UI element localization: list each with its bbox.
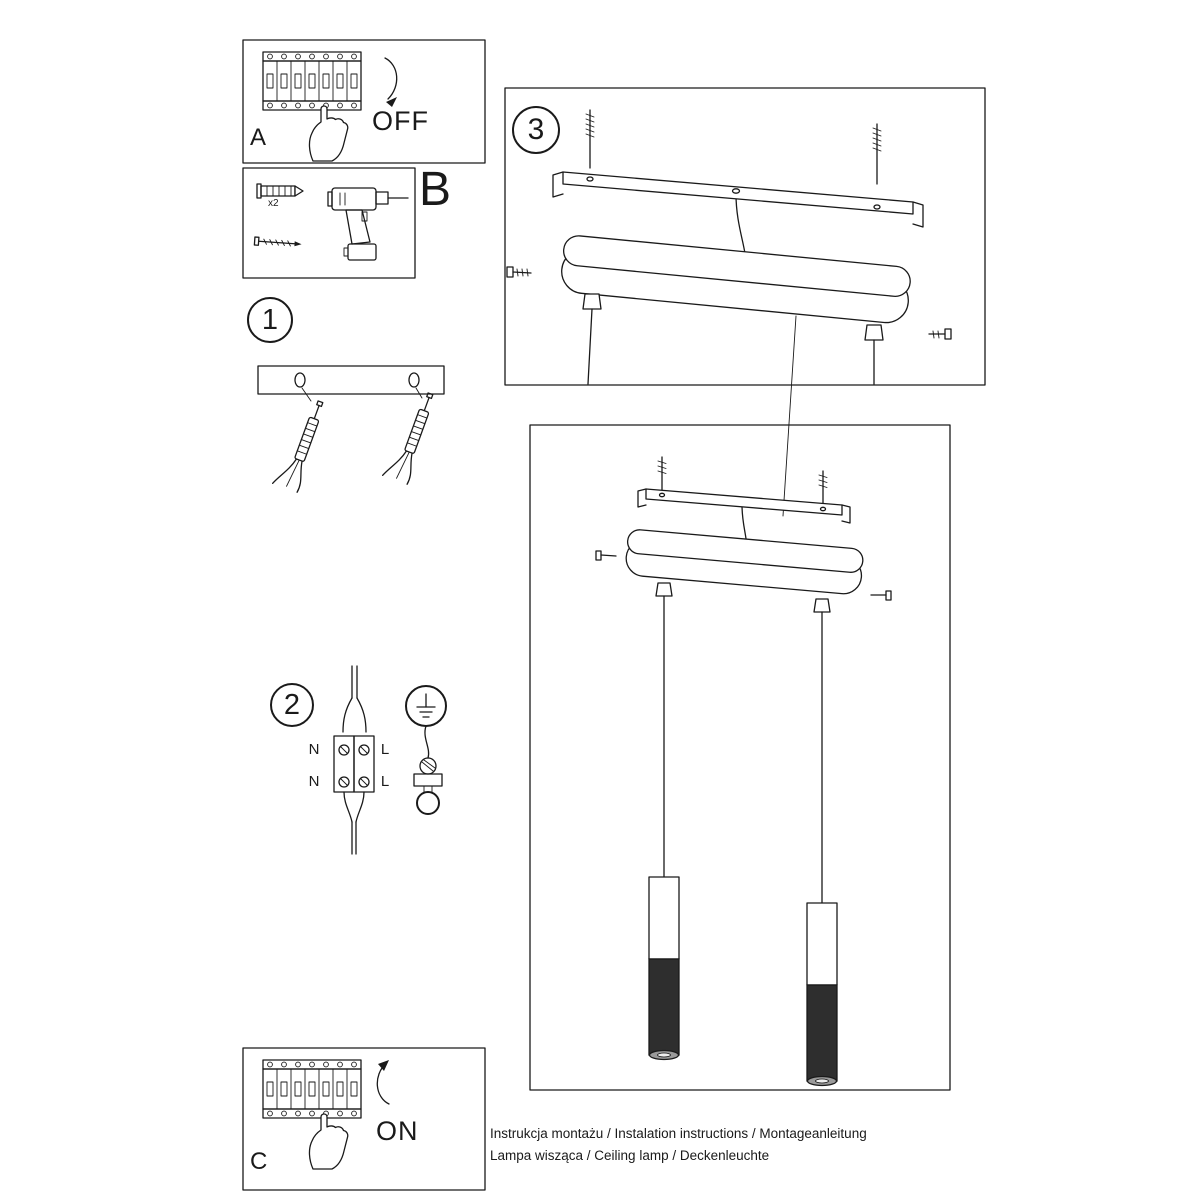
arrow-down-icon <box>384 57 398 100</box>
terminal-n-label: N <box>308 741 320 758</box>
mounting-bar <box>645 488 843 516</box>
cable-gland <box>864 324 884 341</box>
hand-icon <box>308 105 349 162</box>
plug-quantity-label: x2 <box>268 198 279 209</box>
suspension-cable <box>735 193 747 261</box>
screw-icon <box>253 236 302 247</box>
canopy-drawing <box>625 529 864 595</box>
side-screw-icon <box>928 328 952 340</box>
terminal-l-label: L <box>380 773 390 790</box>
hand-icon <box>308 1113 349 1170</box>
side-screw-icon <box>870 590 892 601</box>
pendant-cable <box>587 308 593 385</box>
pendant-lamp-drawing <box>806 902 838 1087</box>
detail-reference-line <box>782 315 797 517</box>
drill-icon <box>327 187 409 261</box>
power-on-label: ON <box>376 1116 419 1146</box>
hanger-bolt-icon <box>585 109 595 169</box>
lamp-overview-box <box>529 424 951 1091</box>
cable-gland <box>582 293 602 310</box>
step3-number: 3 <box>527 113 545 146</box>
hanger-bolt-icon <box>872 123 882 185</box>
step1-number: 1 <box>261 304 279 336</box>
footer-product-line: Lampa wisząca / Ceiling lamp / Deckenleu… <box>490 1148 770 1163</box>
panel-a-box <box>242 39 486 164</box>
panel-c-label: C <box>250 1148 268 1175</box>
side-screw-icon <box>506 266 532 278</box>
canopy-drawing <box>561 235 911 324</box>
ground-clamp-drawing <box>413 725 443 815</box>
step3-circle <box>512 106 560 154</box>
ground-symbol-icon <box>405 685 447 727</box>
pendant-lamp-drawing <box>648 876 680 1061</box>
step1-mounting-plate-drawing <box>257 365 445 402</box>
panel-b-label: B <box>419 163 452 216</box>
step2-number: 2 <box>283 689 301 721</box>
step1-circle <box>247 297 293 343</box>
step2-wiring-drawing <box>333 665 375 855</box>
terminal-n-label: N <box>308 773 320 790</box>
lamp-assembly-drawing <box>595 456 892 1087</box>
cable-gland <box>813 598 831 613</box>
wall-anchor-icon <box>272 395 330 494</box>
panel-c-box <box>242 1047 486 1191</box>
panel-b-box <box>242 167 416 279</box>
terminal-l-label: L <box>380 741 390 758</box>
circuit-breaker-on-drawing <box>262 1059 362 1119</box>
hanger-bolt-icon <box>818 470 828 510</box>
panel-a-label: A <box>250 124 267 151</box>
step3-box <box>504 87 986 386</box>
footer-instructions-line: Instrukcja montażu / Instalation instruc… <box>490 1126 867 1141</box>
hanger-bolt-icon <box>657 456 667 496</box>
wall-anchor-icon <box>382 387 440 486</box>
circuit-breaker-off-drawing <box>262 51 362 111</box>
wall-plug-icon <box>256 183 304 199</box>
step3-bracket-exploded-drawing <box>506 109 952 385</box>
step2-circle <box>270 683 314 727</box>
side-screw-icon <box>595 550 617 561</box>
arrow-up-head <box>378 1060 389 1071</box>
power-off-label: OFF <box>372 106 429 136</box>
cable-gland <box>655 582 673 597</box>
arrow-down-head <box>386 97 397 107</box>
